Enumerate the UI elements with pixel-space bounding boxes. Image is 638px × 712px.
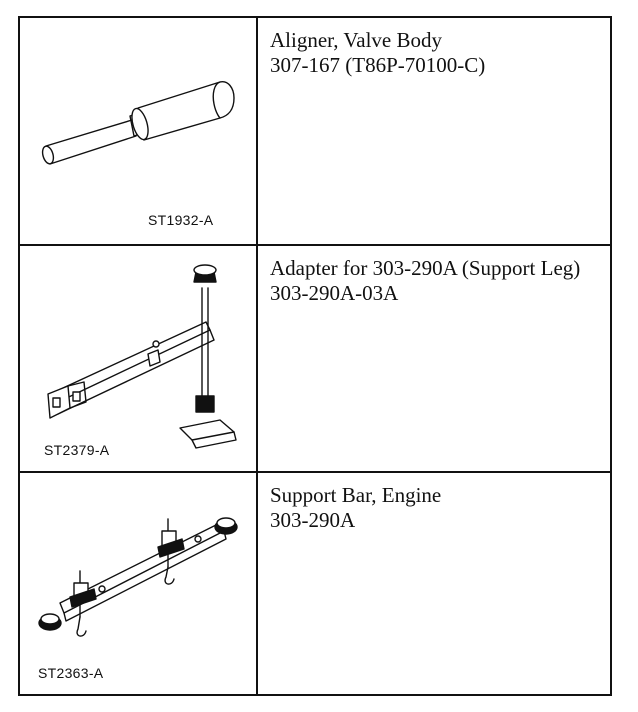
tool-description-cell: Aligner, Valve Body 307-167 (T86P-70100-…	[258, 18, 610, 246]
tool-name: Adapter for 303-290A (Support Leg)	[270, 256, 581, 280]
illustration-code: ST2379-A	[44, 442, 110, 458]
tool-part-number: 307-167 (T86P-70100-C)	[270, 53, 486, 77]
engine-support-bar-icon	[38, 517, 238, 637]
tool-description-cell: Adapter for 303-290A (Support Leg) 303-2…	[258, 246, 610, 473]
tool-part-number: 303-290A	[270, 508, 356, 532]
tool-description-cell: Support Bar, Engine 303-290A	[258, 473, 610, 694]
tool-illustration-cell: ST1932-A	[20, 18, 258, 246]
illustration-code: ST2363-A	[38, 665, 104, 681]
illustration-code: ST1932-A	[148, 212, 214, 228]
valve-body-aligner-icon	[41, 81, 235, 165]
tool-name: Support Bar, Engine	[270, 483, 442, 507]
support-leg-adapter-icon	[47, 264, 237, 449]
special-tools-table: ST1932-A Aligner, Valve Body 307-167 (T8…	[18, 16, 612, 696]
tool-name: Aligner, Valve Body	[270, 28, 442, 52]
tool-illustration-cell: ST2379-A	[20, 246, 258, 473]
tool-illustration-cell: ST2363-A	[20, 473, 258, 694]
tool-part-number: 303-290A-03A	[270, 281, 399, 305]
